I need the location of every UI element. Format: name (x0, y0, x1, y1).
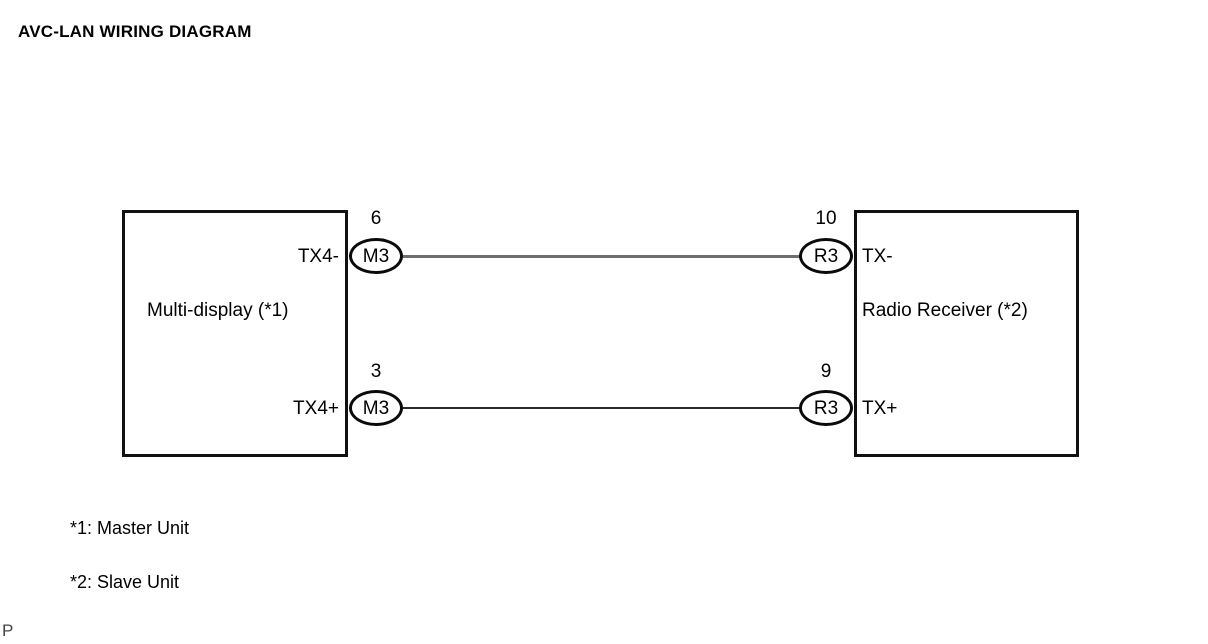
pin-number-right-tx-minus: 10 (815, 208, 837, 229)
pin-number-left-tx-minus: 6 (370, 208, 382, 229)
unit-box-radio-receiver (854, 210, 1079, 457)
footnote-master-unit: *1: Master Unit (70, 518, 190, 538)
wire-tx-plus (401, 407, 801, 409)
wire-tx-minus (401, 255, 801, 258)
unit-label-radio-receiver: Radio Receiver (*2) (862, 300, 1028, 321)
pin-number-right-tx-plus: 9 (820, 361, 832, 382)
connector-r3-pin10: R3 (799, 238, 853, 274)
page-title: AVC-LAN WIRING DIAGRAM (18, 22, 252, 41)
unit-box-multi-display (122, 210, 348, 457)
port-label-tx-minus: TX- (862, 246, 893, 267)
corner-page-mark: P (2, 621, 14, 640)
footnote-slave-unit: *2: Slave Unit (70, 572, 180, 592)
connector-m3-pin6: M3 (349, 238, 403, 274)
unit-label-multi-display: Multi-display (*1) (147, 300, 289, 321)
port-label-tx4-plus: TX4+ (293, 398, 339, 419)
port-label-tx4-minus: TX4- (297, 246, 339, 267)
pin-number-left-tx-plus: 3 (370, 361, 382, 382)
connector-m3-pin3: M3 (349, 390, 403, 426)
connector-r3-pin9: R3 (799, 390, 853, 426)
port-label-tx-plus: TX+ (862, 398, 898, 419)
